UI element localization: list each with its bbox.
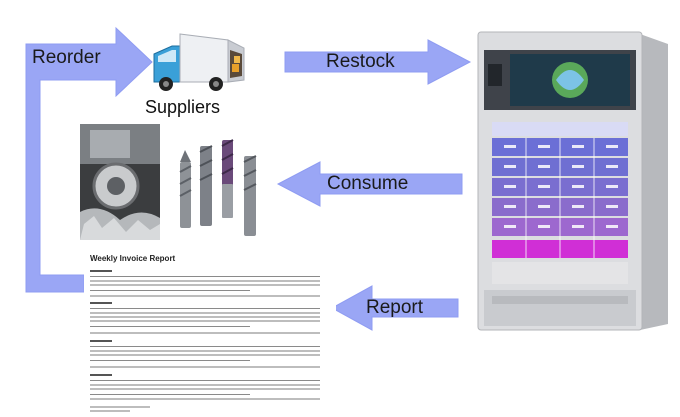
restock-label: Restock — [326, 51, 395, 72]
vending-machine-image — [477, 31, 668, 331]
truck-icon — [153, 33, 245, 91]
reorder-label: Reorder — [32, 47, 101, 68]
cutting-tools-image — [80, 124, 257, 240]
consume-arrow — [276, 161, 463, 207]
restock-arrow — [284, 39, 472, 85]
consume-label: Consume — [327, 173, 409, 194]
reorder-arrow — [25, 26, 153, 293]
suppliers-label: Suppliers — [145, 97, 221, 117]
report-label: Report — [366, 297, 424, 318]
report-arrow — [330, 285, 459, 331]
invoice-report-image: Weekly Invoice Report — [84, 246, 336, 414]
report-title: Weekly Invoice Report — [90, 254, 176, 263]
